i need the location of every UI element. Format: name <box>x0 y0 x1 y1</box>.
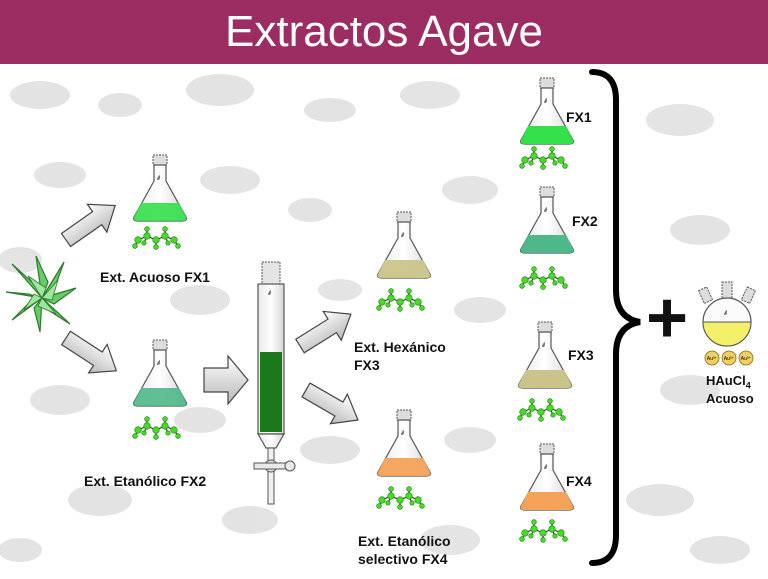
arrow-to-selective <box>296 374 368 436</box>
arrow-to-ethanolic <box>56 323 127 386</box>
three-neck-flask <box>697 281 757 347</box>
flask-fx3-right <box>517 321 573 389</box>
label-selective-extract-line2: selectivo FX4 <box>358 551 448 567</box>
label-hexanic-extract-line1: Ext. Hexánico <box>354 339 446 355</box>
flask-fx4-right <box>519 443 575 511</box>
molecule-icon <box>518 266 569 290</box>
label-reagent-formula: HAuCl4 <box>706 372 751 395</box>
molecule-icon <box>376 486 425 510</box>
label-hexanic-extract-line2: FX3 <box>354 357 380 373</box>
molecule-icon <box>132 416 181 440</box>
arrow-to-hexanic <box>290 299 361 362</box>
molecule-icon <box>518 146 569 170</box>
au-ion-label: Au³⁺ <box>707 356 718 362</box>
molecule-icon <box>132 226 181 250</box>
arrow-to-aqueous <box>55 191 126 255</box>
background-texture <box>0 74 750 564</box>
title-banner <box>0 0 768 64</box>
flask-hexanic-fx3 <box>376 211 432 279</box>
chromatography-column <box>253 261 296 505</box>
page-title: Extractos Agave <box>225 7 543 56</box>
plus-sign: + <box>646 278 689 358</box>
label-selective-extract-line1: Ext. Etanólico <box>358 533 451 549</box>
agave-plant <box>5 255 77 333</box>
flask-selective-fx4 <box>376 409 432 477</box>
gold-ions: Au³⁺ Au³⁺ Au³⁺ <box>704 350 754 366</box>
flask-aqueous-fx1 <box>132 154 188 222</box>
reagent-formula-text: HAuCl <box>706 373 746 388</box>
label-aqueous-extract: Ext. Acuoso FX1 <box>100 269 210 285</box>
molecule-icon <box>376 288 425 312</box>
molecule-icon <box>516 398 567 422</box>
label-fx4: FX4 <box>566 473 592 489</box>
curly-brace <box>589 69 641 566</box>
label-reagent-aqueous: Acuoso <box>706 391 754 406</box>
au-ion-label: Au³⁺ <box>724 356 735 362</box>
flask-fx1-right <box>519 77 575 145</box>
label-fx2: FX2 <box>572 213 598 229</box>
reagent-formula-subscript: 4 <box>745 380 751 391</box>
arrow-to-column <box>203 354 249 406</box>
au-ion-label: Au³⁺ <box>741 356 752 362</box>
label-fx1: FX1 <box>566 109 592 125</box>
label-fx3: FX3 <box>568 347 594 363</box>
label-ethanolic-extract: Ext. Etanólico FX2 <box>84 473 207 489</box>
flask-ethanolic-fx2 <box>132 339 188 407</box>
molecule-icon <box>518 518 569 544</box>
flask-fx2-right <box>519 186 575 254</box>
